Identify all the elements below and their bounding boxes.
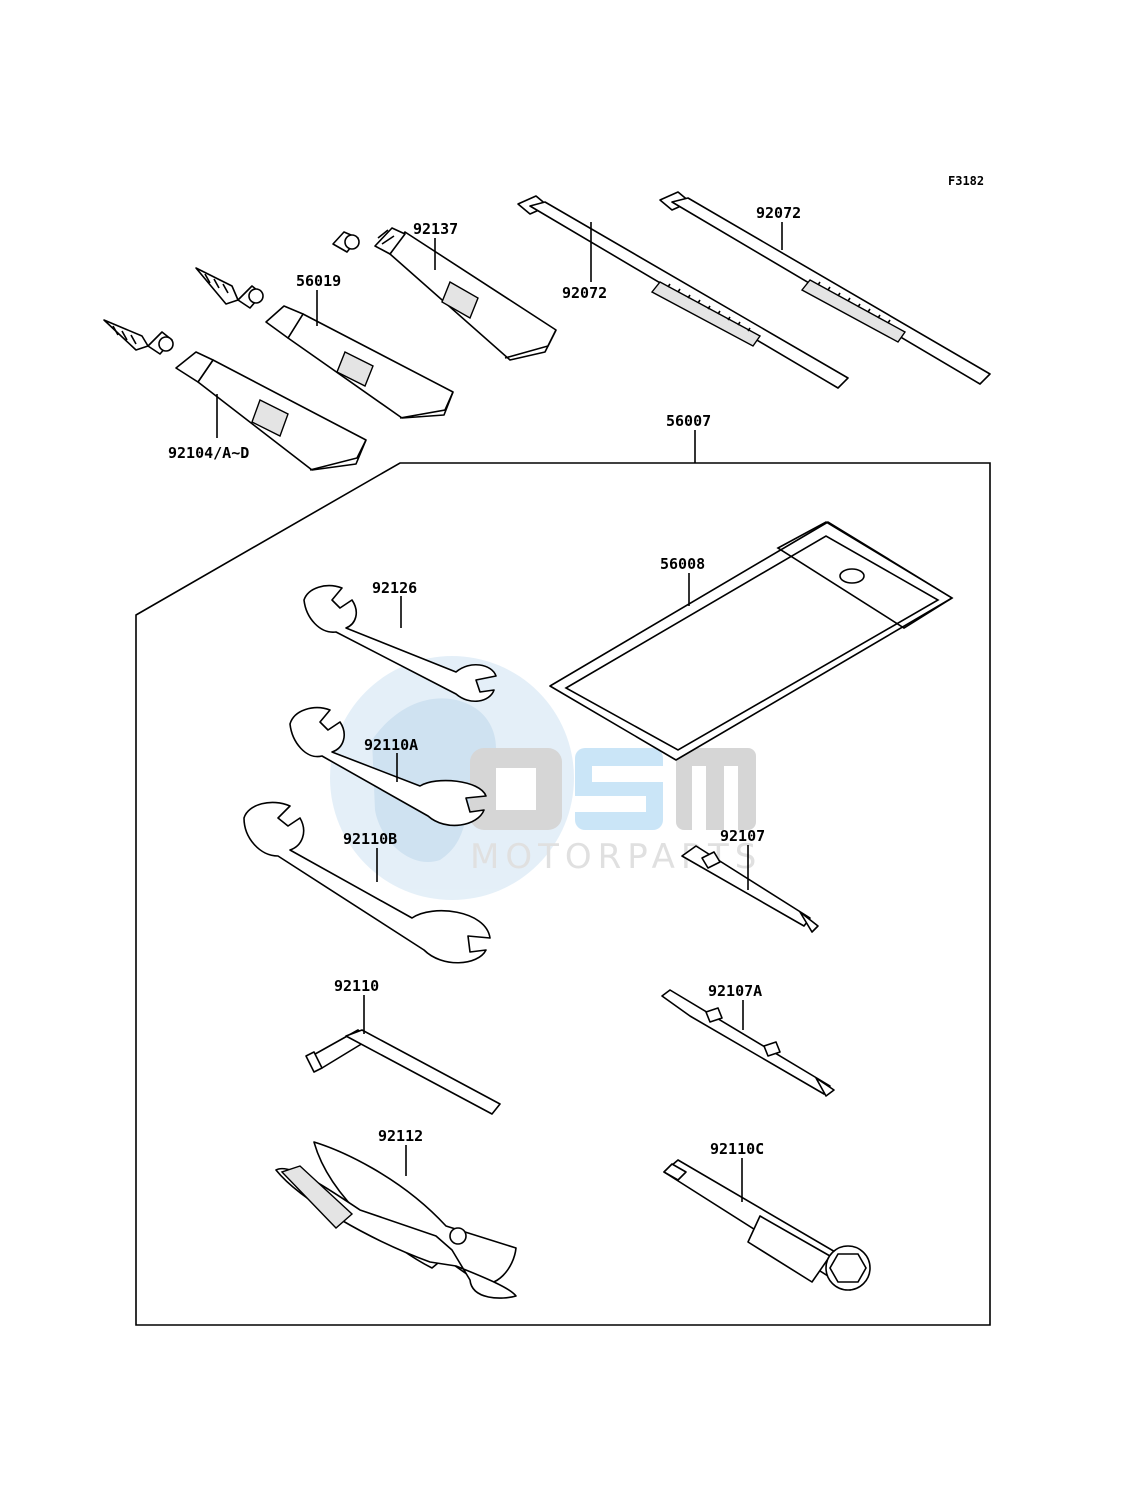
figure-code: F3182 <box>948 174 984 188</box>
tool-bag-56008-icon <box>549 521 954 761</box>
part-label-92107: 92107 <box>720 827 765 845</box>
cable-tie-92072-left-icon <box>517 195 849 389</box>
part-label-92112: 92112 <box>378 1127 423 1145</box>
watermark-letter-m <box>676 748 756 830</box>
part-label-92110C: 92110C <box>710 1140 764 1158</box>
part-label-92104: 92104/A~D <box>168 444 249 462</box>
wrench-92126-icon <box>303 584 497 702</box>
screwdriver-92107-icon <box>681 845 819 933</box>
part-label-56007: 56007 <box>666 412 711 430</box>
watermark: MOTORPARTS <box>330 656 756 900</box>
watermark-letter-s <box>575 748 663 830</box>
part-label-92107A: 92107A <box>708 982 762 1000</box>
part-label-92137: 92137 <box>413 220 458 238</box>
part-label-92110A: 92110A <box>364 736 418 754</box>
part-label-92072-right: 92072 <box>756 204 801 222</box>
part-label-56008: 56008 <box>660 555 705 573</box>
part-label-56019: 56019 <box>296 272 341 290</box>
tube-92104-icon <box>103 319 367 471</box>
hex-key-92110-icon <box>305 1029 501 1115</box>
screwdriver-92107A-icon <box>661 989 835 1097</box>
wrench-92110B-icon <box>243 801 491 964</box>
cable-tie-92072-right-icon <box>659 191 991 385</box>
tool-kit-frame <box>135 462 991 1326</box>
part-label-92110: 92110 <box>334 977 379 995</box>
tube-56019-icon <box>195 267 454 419</box>
leader-lines <box>216 222 783 1202</box>
part-label-92110B: 92110B <box>343 830 397 848</box>
spark-plug-wrench-92110C-icon <box>663 1159 871 1291</box>
wrench-92110A-icon <box>289 706 487 827</box>
part-label-92126: 92126 <box>372 579 417 597</box>
part-label-92072-left: 92072 <box>562 284 607 302</box>
pliers-92112-icon <box>275 1141 517 1299</box>
tube-92137-icon <box>332 227 557 361</box>
